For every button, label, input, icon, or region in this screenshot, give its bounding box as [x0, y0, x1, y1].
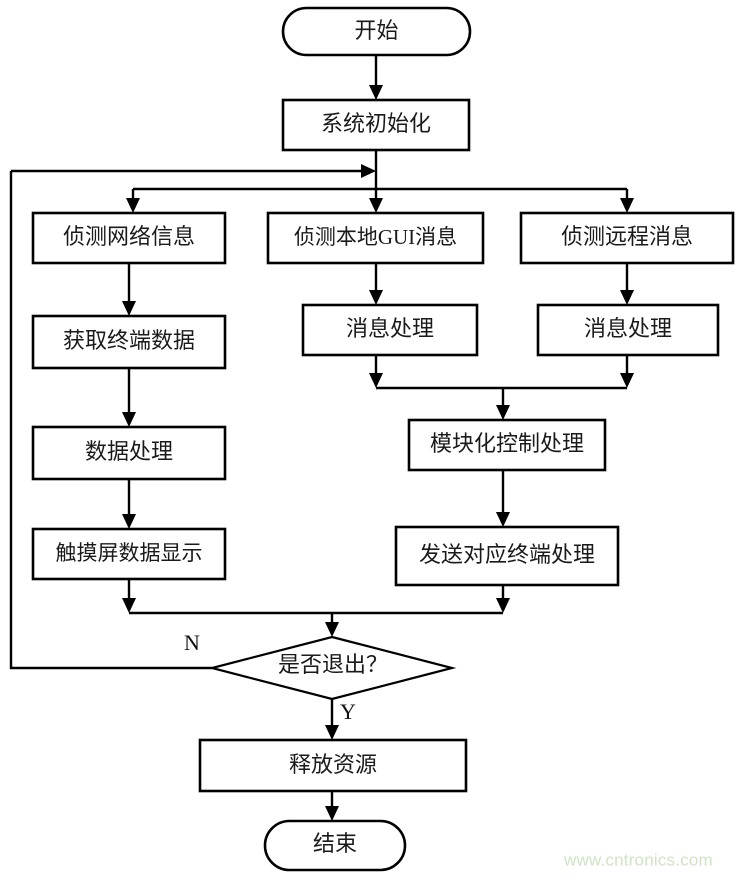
node-touch-display-label: 触摸屏数据显示 — [56, 541, 203, 565]
edge-release-to-end — [325, 791, 339, 821]
node-detect-remote-label: 侦测远程消息 — [561, 224, 693, 249]
node-detect-local-gui-label: 侦测本地GUI消息 — [294, 225, 457, 249]
branch-label-yes: Y — [340, 699, 356, 724]
node-start-label: 开始 — [354, 18, 398, 43]
edge-detect-local-gui-to-msg-process — [369, 263, 383, 305]
node-release-resource[interactable]: 释放资源 — [198, 738, 468, 793]
node-send-to-terminal-label: 发送对应终端处理 — [419, 542, 595, 567]
watermark: www.cntronics.com — [563, 850, 713, 869]
node-msg-process-remote-label: 消息处理 — [584, 316, 672, 341]
node-release-resource-label: 释放资源 — [289, 752, 377, 777]
node-detect-remote[interactable]: 侦测远程消息 — [519, 211, 735, 265]
edge-detect-network-to-get-terminal-data — [122, 263, 136, 316]
edge-loop-return-into-trunk — [11, 164, 376, 178]
node-touch-display[interactable]: 触摸屏数据显示 — [31, 527, 227, 581]
node-modular-control-label: 模块化控制处理 — [430, 431, 584, 456]
edge-msg-process-merge-to-modular-control — [369, 355, 634, 420]
node-detect-network-label: 侦测网络信息 — [63, 224, 195, 249]
node-modular-control[interactable]: 模块化控制处理 — [407, 418, 607, 472]
edge-start-to-system-init — [369, 55, 383, 100]
node-detect-local-gui[interactable]: 侦测本地GUI消息 — [266, 211, 485, 265]
node-data-process-label: 数据处理 — [85, 439, 173, 464]
edge-decision-yes-to-release — [325, 699, 339, 740]
node-decision-exit[interactable]: 是否退出？ — [207, 635, 457, 701]
node-system-init[interactable]: 系统初始化 — [281, 98, 471, 152]
node-msg-process-local[interactable]: 消息处理 — [301, 303, 479, 357]
node-msg-process-local-label: 消息处理 — [346, 316, 434, 341]
node-get-terminal-data-label: 获取终端数据 — [63, 328, 195, 353]
edge-detect-remote-to-msg-process — [620, 263, 634, 305]
node-get-terminal-data[interactable]: 获取终端数据 — [31, 314, 227, 370]
node-system-init-label: 系统初始化 — [321, 111, 431, 136]
edge-modular-control-to-send-terminal — [496, 470, 510, 527]
node-data-process[interactable]: 数据处理 — [31, 425, 227, 481]
node-start[interactable]: 开始 — [281, 6, 472, 57]
node-send-to-terminal[interactable]: 发送对应终端处理 — [394, 525, 620, 587]
node-decision-exit-label: 是否退出？ — [278, 652, 388, 677]
connector-layer — [9, 55, 634, 821]
edge-data-process-to-touch-display — [122, 479, 136, 529]
edge-get-terminal-data-to-data-process — [122, 368, 136, 427]
edge-decision-no-loop-back — [9, 171, 212, 670]
node-detect-network[interactable]: 侦测网络信息 — [31, 211, 227, 265]
node-end-label: 结束 — [313, 831, 357, 856]
node-msg-process-remote[interactable]: 消息处理 — [536, 303, 720, 357]
edge-distribution-bus — [126, 187, 634, 213]
node-end[interactable]: 结束 — [263, 819, 407, 872]
edge-bottom-merge-to-decision — [122, 579, 510, 637]
branch-label-no: N — [184, 630, 200, 655]
